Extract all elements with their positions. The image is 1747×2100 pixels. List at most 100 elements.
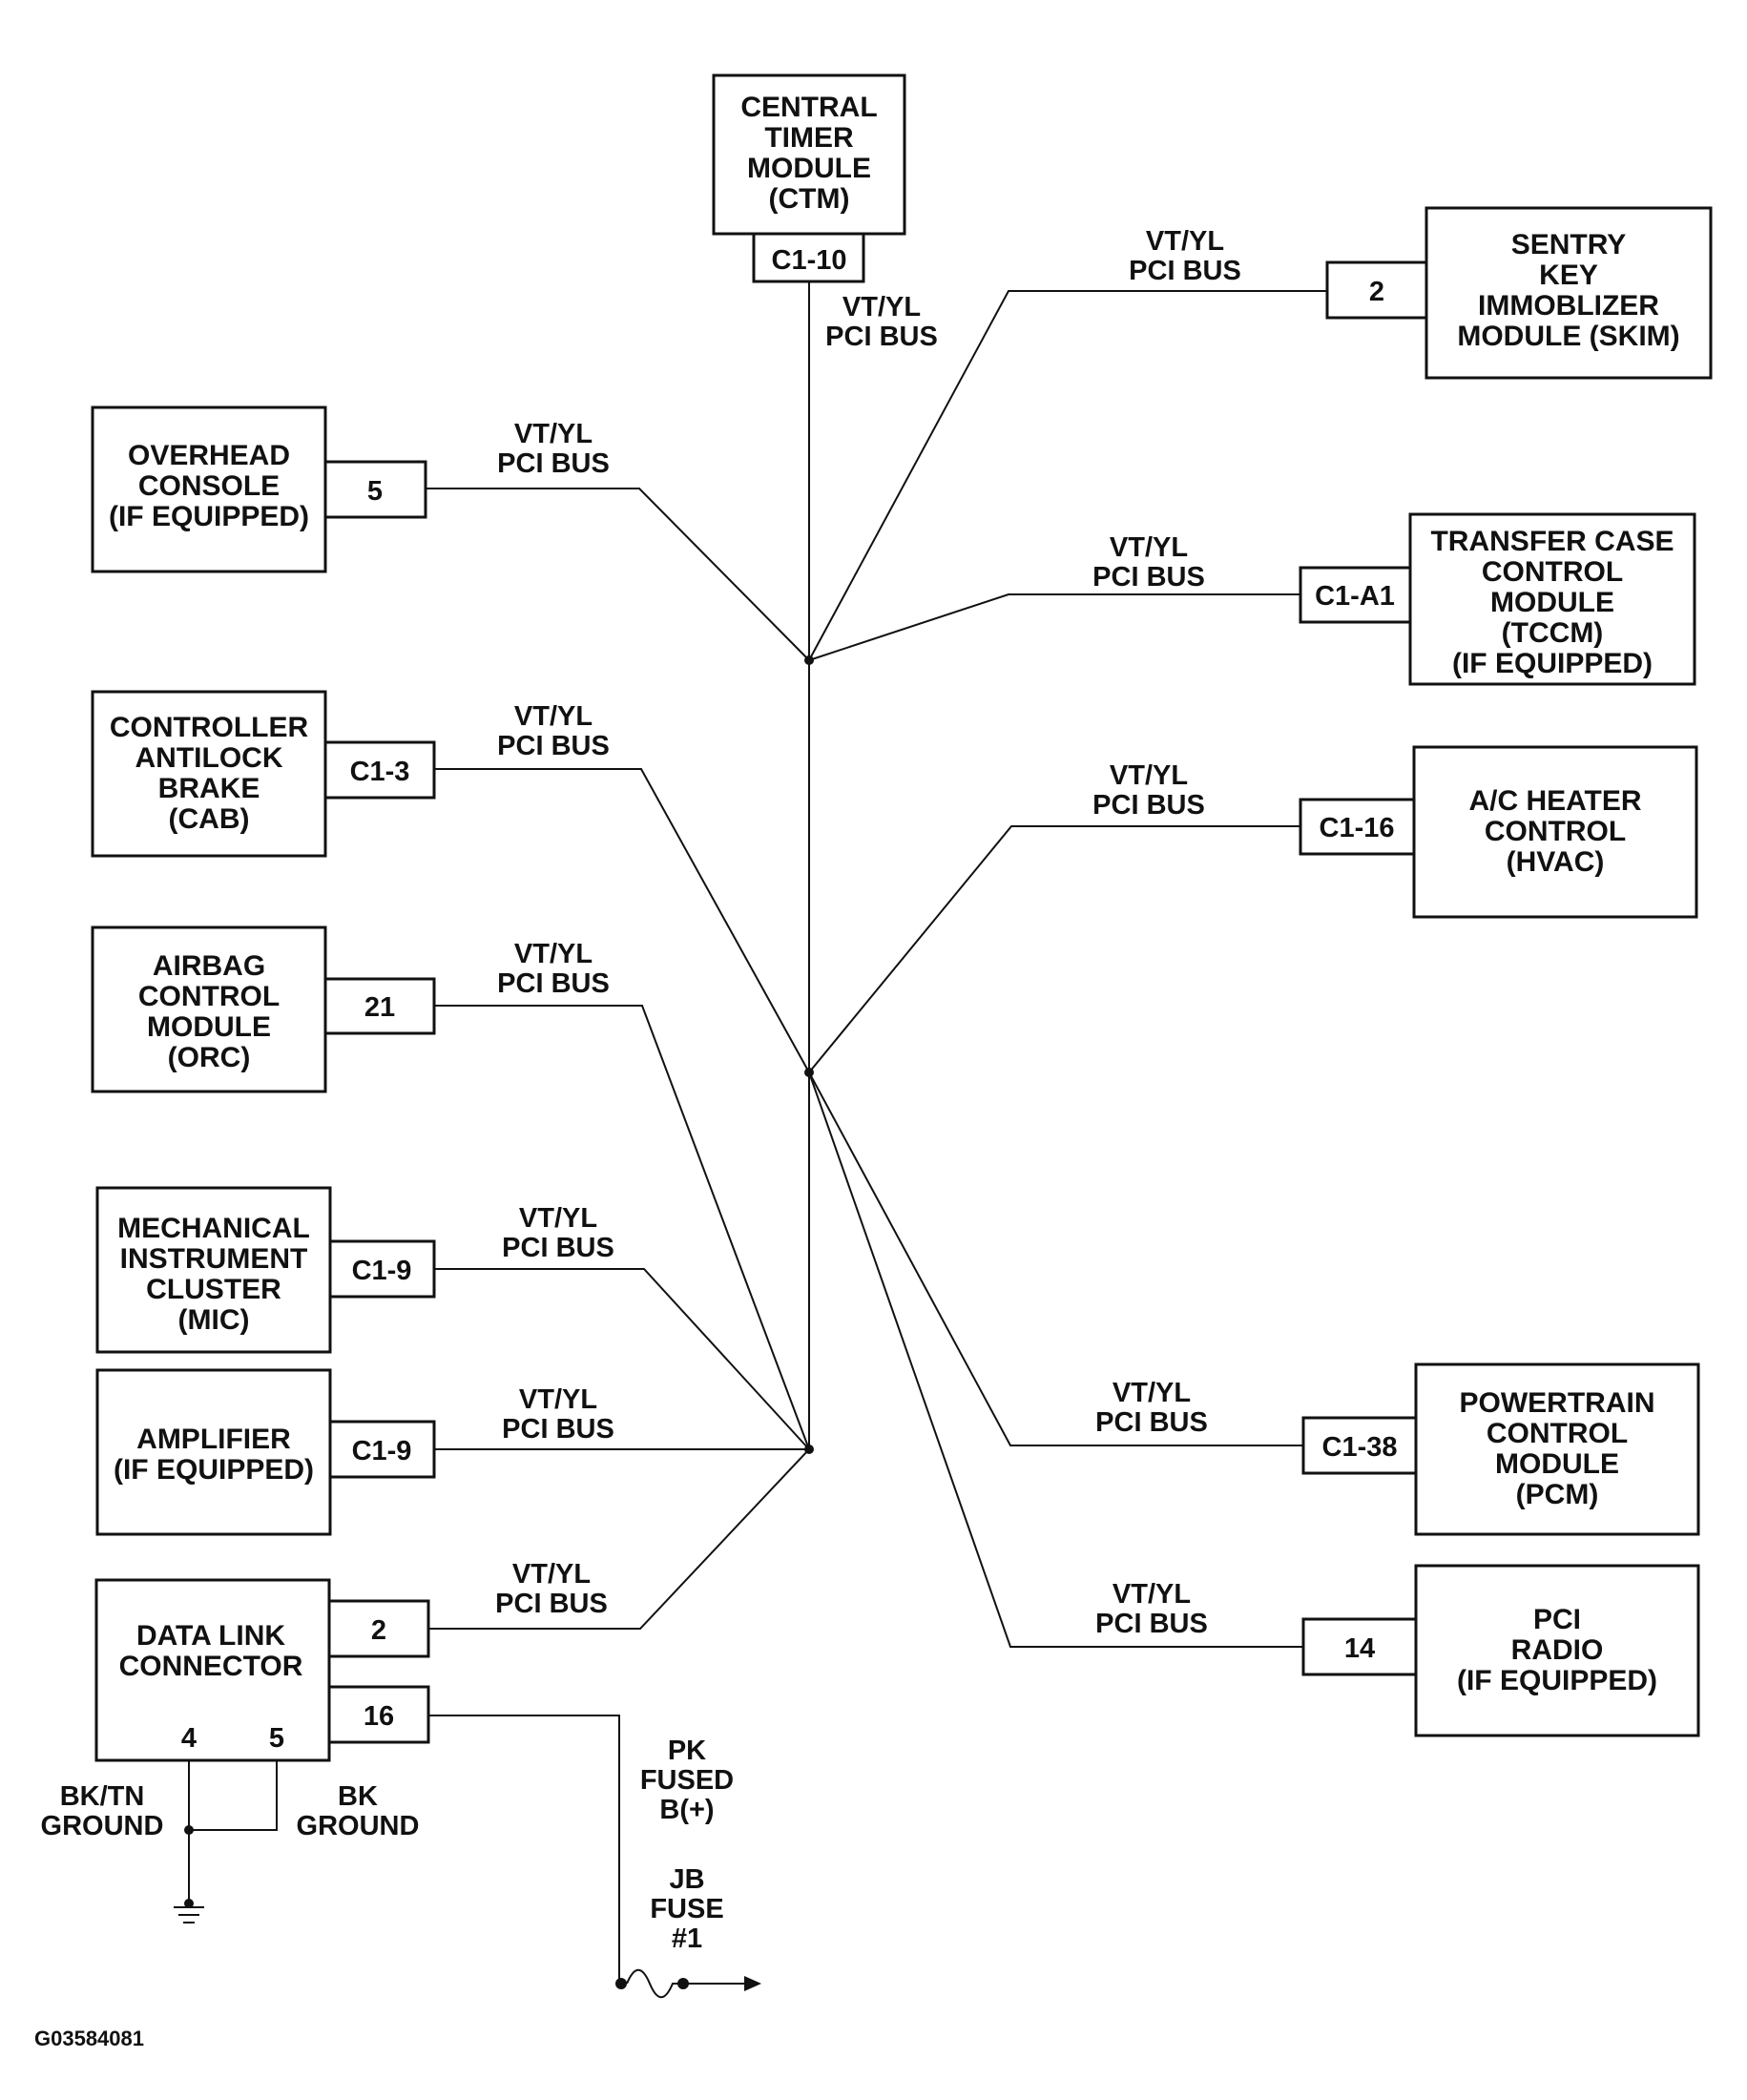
connector-mic: C1-9 — [328, 1239, 436, 1299]
dlc-pin-4: 4 — [181, 1723, 197, 1754]
svg-text:PK: PK — [668, 1736, 706, 1766]
svg-text:PCI BUS: PCI BUS — [1092, 562, 1205, 593]
svg-text:CONTROLLER: CONTROLLER — [110, 712, 309, 743]
bus-label-pcm: VT/YL PCI BUS — [1095, 1378, 1208, 1438]
svg-text:VT/YL: VT/YL — [514, 701, 593, 732]
svg-text:PCI BUS: PCI BUS — [497, 731, 610, 761]
svg-text:16: 16 — [364, 1701, 394, 1732]
svg-text:INSTRUMENT: INSTRUMENT — [120, 1243, 308, 1275]
connector-dlc-bus: 2 — [327, 1599, 430, 1658]
svg-text:2: 2 — [371, 1615, 386, 1646]
svg-text:OVERHEAD: OVERHEAD — [128, 440, 290, 471]
connector-cab: C1-3 — [323, 740, 436, 800]
svg-text:VT/YL: VT/YL — [519, 1384, 597, 1415]
splice-dot-3 — [804, 1445, 814, 1454]
svg-text:PCI BUS: PCI BUS — [1092, 790, 1205, 821]
module-tccm: TRANSFER CASE CONTROL MODULE (TCCM) (IF … — [1408, 512, 1696, 686]
svg-text:(HVAC): (HVAC) — [1507, 846, 1605, 878]
svg-text:CONTROL: CONTROL — [1487, 1418, 1628, 1449]
connector-orc: 21 — [323, 977, 436, 1035]
svg-text:TRANSFER CASE: TRANSFER CASE — [1430, 526, 1674, 557]
ground-label-right: BK GROUND — [297, 1781, 420, 1841]
svg-text:VT/YL: VT/YL — [514, 939, 593, 969]
svg-text:(PCM): (PCM) — [1516, 1479, 1599, 1510]
svg-text:PCI BUS: PCI BUS — [1129, 256, 1241, 286]
svg-text:PCI BUS: PCI BUS — [825, 322, 938, 352]
svg-text:MECHANICAL: MECHANICAL — [117, 1213, 310, 1244]
module-skim: SENTRY KEY IMMOBLIZER MODULE (SKIM) — [1425, 206, 1713, 380]
svg-text:PCI BUS: PCI BUS — [502, 1414, 614, 1445]
svg-text:C1-9: C1-9 — [352, 1436, 412, 1466]
connector-amplifier: C1-9 — [328, 1420, 436, 1479]
svg-text:(IF EQUIPPED): (IF EQUIPPED) — [1457, 1665, 1657, 1696]
svg-text:VT/YL: VT/YL — [1146, 226, 1224, 257]
bus-label-cab: VT/YL PCI BUS — [497, 701, 610, 761]
svg-text:(CAB): (CAB) — [169, 803, 250, 835]
svg-text:(TCCM): (TCCM) — [1502, 617, 1604, 649]
svg-text:A/C HEATER: A/C HEATER — [1468, 785, 1641, 817]
connector-ctm: C1-10 — [752, 232, 865, 283]
bus-label-ctm: VT/YL PCI BUS — [825, 292, 938, 352]
wire-dlc — [428, 1448, 810, 1630]
wire-orc — [434, 1005, 810, 1450]
svg-text:KEY: KEY — [1539, 260, 1598, 291]
svg-text:#1: #1 — [672, 1923, 702, 1954]
svg-text:MODULE: MODULE — [1490, 587, 1614, 618]
svg-text:(IF EQUIPPED): (IF EQUIPPED) — [1452, 648, 1653, 679]
svg-text:C1-3: C1-3 — [350, 757, 410, 787]
svg-text:ANTILOCK: ANTILOCK — [135, 742, 283, 774]
module-amplifier: AMPLIFIER (IF EQUIPPED) — [95, 1368, 332, 1536]
module-orc: AIRBAG CONTROL MODULE (ORC) — [91, 925, 327, 1093]
wire-skim — [808, 290, 1327, 661]
svg-text:CONTROL: CONTROL — [138, 981, 280, 1012]
svg-text:(IF EQUIPPED): (IF EQUIPPED) — [109, 501, 309, 532]
svg-text:PCI BUS: PCI BUS — [1095, 1609, 1208, 1639]
module-radio: PCI RADIO (IF EQUIPPED) — [1414, 1564, 1700, 1737]
wire-cab — [434, 768, 810, 1073]
svg-text:C1-9: C1-9 — [352, 1256, 412, 1286]
module-pcm: POWERTRAIN CONTROL MODULE (PCM) — [1414, 1362, 1700, 1536]
svg-text:21: 21 — [364, 992, 395, 1023]
module-mic: MECHANICAL INSTRUMENT CLUSTER (MIC) — [95, 1186, 332, 1354]
svg-text:MODULE: MODULE — [147, 1011, 271, 1043]
connector-overhead: 5 — [323, 460, 427, 519]
svg-text:CONNECTOR: CONNECTOR — [119, 1651, 303, 1682]
svg-text:PCI BUS: PCI BUS — [497, 448, 610, 479]
figure-id: G03584081 — [34, 2027, 144, 2050]
module-data-link-connector: DATA LINK CONNECTOR 4 5 — [94, 1578, 331, 1762]
svg-text:VT/YL: VT/YL — [842, 292, 921, 322]
svg-text:C1-16: C1-16 — [1320, 813, 1395, 843]
connector-hvac: C1-16 — [1299, 798, 1416, 856]
module-ctm: CENTRAL TIMER MODULE (CTM) — [712, 73, 906, 236]
svg-text:(CTM): (CTM) — [769, 183, 850, 215]
svg-text:FUSED: FUSED — [640, 1765, 734, 1796]
svg-text:CONSOLE: CONSOLE — [138, 470, 280, 502]
module-hvac: A/C HEATER CONTROL (HVAC) — [1412, 745, 1698, 919]
svg-text:VT/YL: VT/YL — [519, 1203, 597, 1234]
svg-text:AIRBAG: AIRBAG — [153, 950, 265, 982]
svg-text:DATA LINK: DATA LINK — [136, 1620, 285, 1652]
svg-text:FUSE: FUSE — [650, 1894, 723, 1924]
power-label: PK FUSED B(+) — [640, 1736, 734, 1825]
svg-text:PCI BUS: PCI BUS — [495, 1589, 608, 1619]
wire-hvac — [808, 825, 1300, 1073]
svg-text:C1-A1: C1-A1 — [1315, 581, 1395, 612]
svg-text:GROUND: GROUND — [297, 1811, 420, 1841]
svg-text:14: 14 — [1344, 1633, 1375, 1664]
wire-pcm — [808, 1071, 1303, 1446]
svg-text:(MIC): (MIC) — [178, 1304, 250, 1336]
svg-text:BK/TN: BK/TN — [60, 1781, 145, 1812]
wire-ground-pin5 — [189, 1760, 278, 1831]
svg-text:VT/YL: VT/YL — [1113, 1579, 1191, 1610]
fuse-icon — [615, 1968, 689, 1999]
ground-icon — [174, 1899, 204, 1923]
svg-text:BK: BK — [338, 1781, 378, 1812]
svg-text:VT/YL: VT/YL — [512, 1559, 591, 1590]
svg-text:TIMER: TIMER — [764, 122, 854, 154]
wire-radio — [808, 1071, 1303, 1648]
ground-junction-dot — [184, 1825, 194, 1835]
svg-text:PCI BUS: PCI BUS — [502, 1233, 614, 1263]
svg-text:PCI: PCI — [1533, 1604, 1581, 1635]
splice-dot-2 — [804, 1068, 814, 1077]
